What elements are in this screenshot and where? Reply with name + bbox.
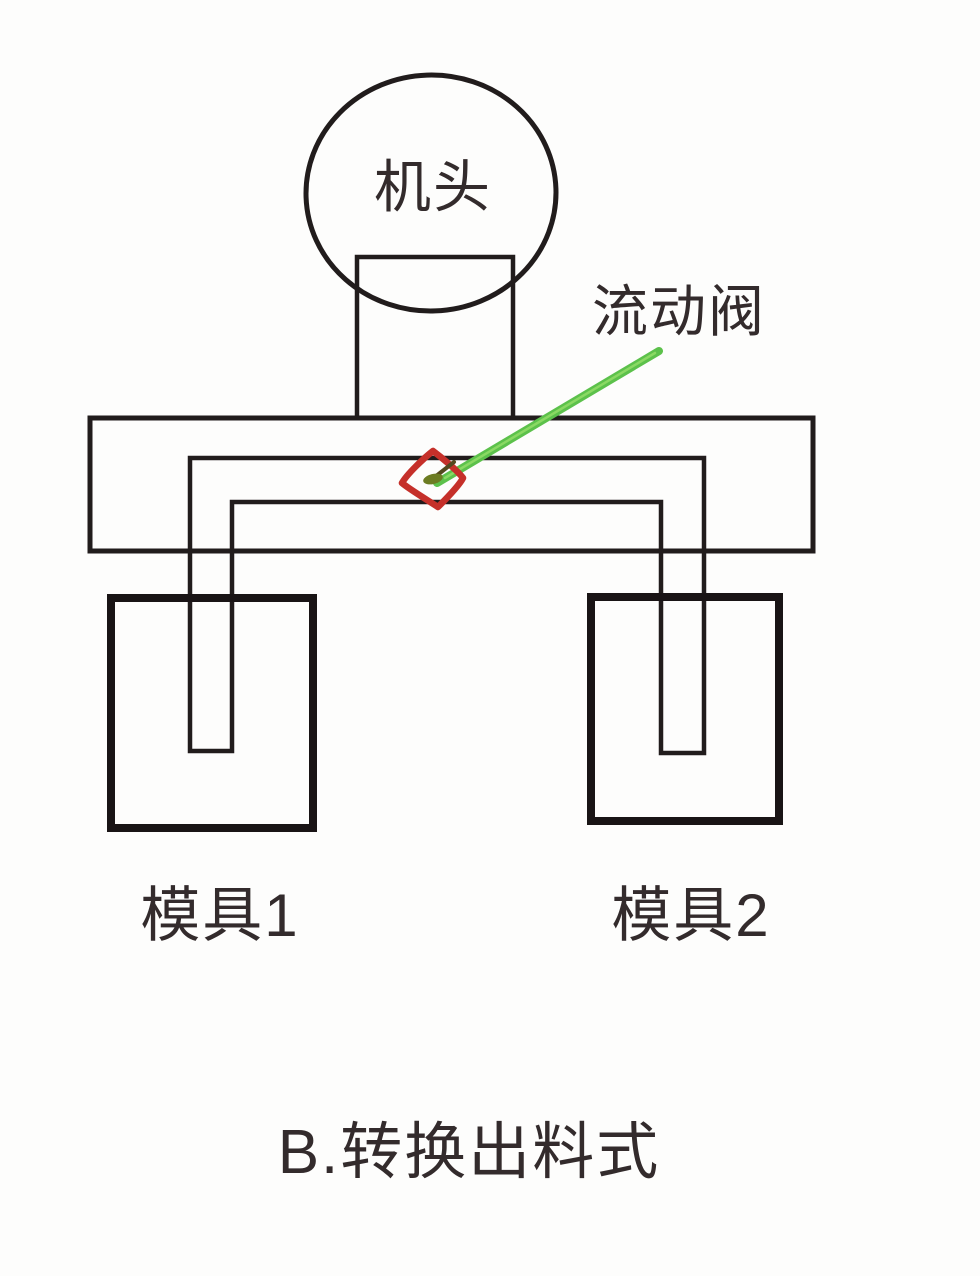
flow-valve-label: 流动阀 xyxy=(592,280,766,343)
mold-1-outline xyxy=(107,594,317,832)
mold-2-label: 模具2 xyxy=(611,882,771,949)
flow-channel-outline xyxy=(187,455,707,756)
flow-valve-arrow-highlight xyxy=(443,351,657,480)
head-neck-outline xyxy=(354,254,516,421)
flow-valve-marker-diamond xyxy=(398,447,467,511)
mold-1-label: 模具1 xyxy=(140,882,300,949)
flow-valve-arrow-tip-blob xyxy=(423,473,443,485)
figure-caption: B.转换出料式 xyxy=(277,1118,661,1187)
mold-2-outline xyxy=(587,593,783,825)
machine-head-label: 机头 xyxy=(374,155,492,220)
machine-head-circle xyxy=(303,72,559,314)
